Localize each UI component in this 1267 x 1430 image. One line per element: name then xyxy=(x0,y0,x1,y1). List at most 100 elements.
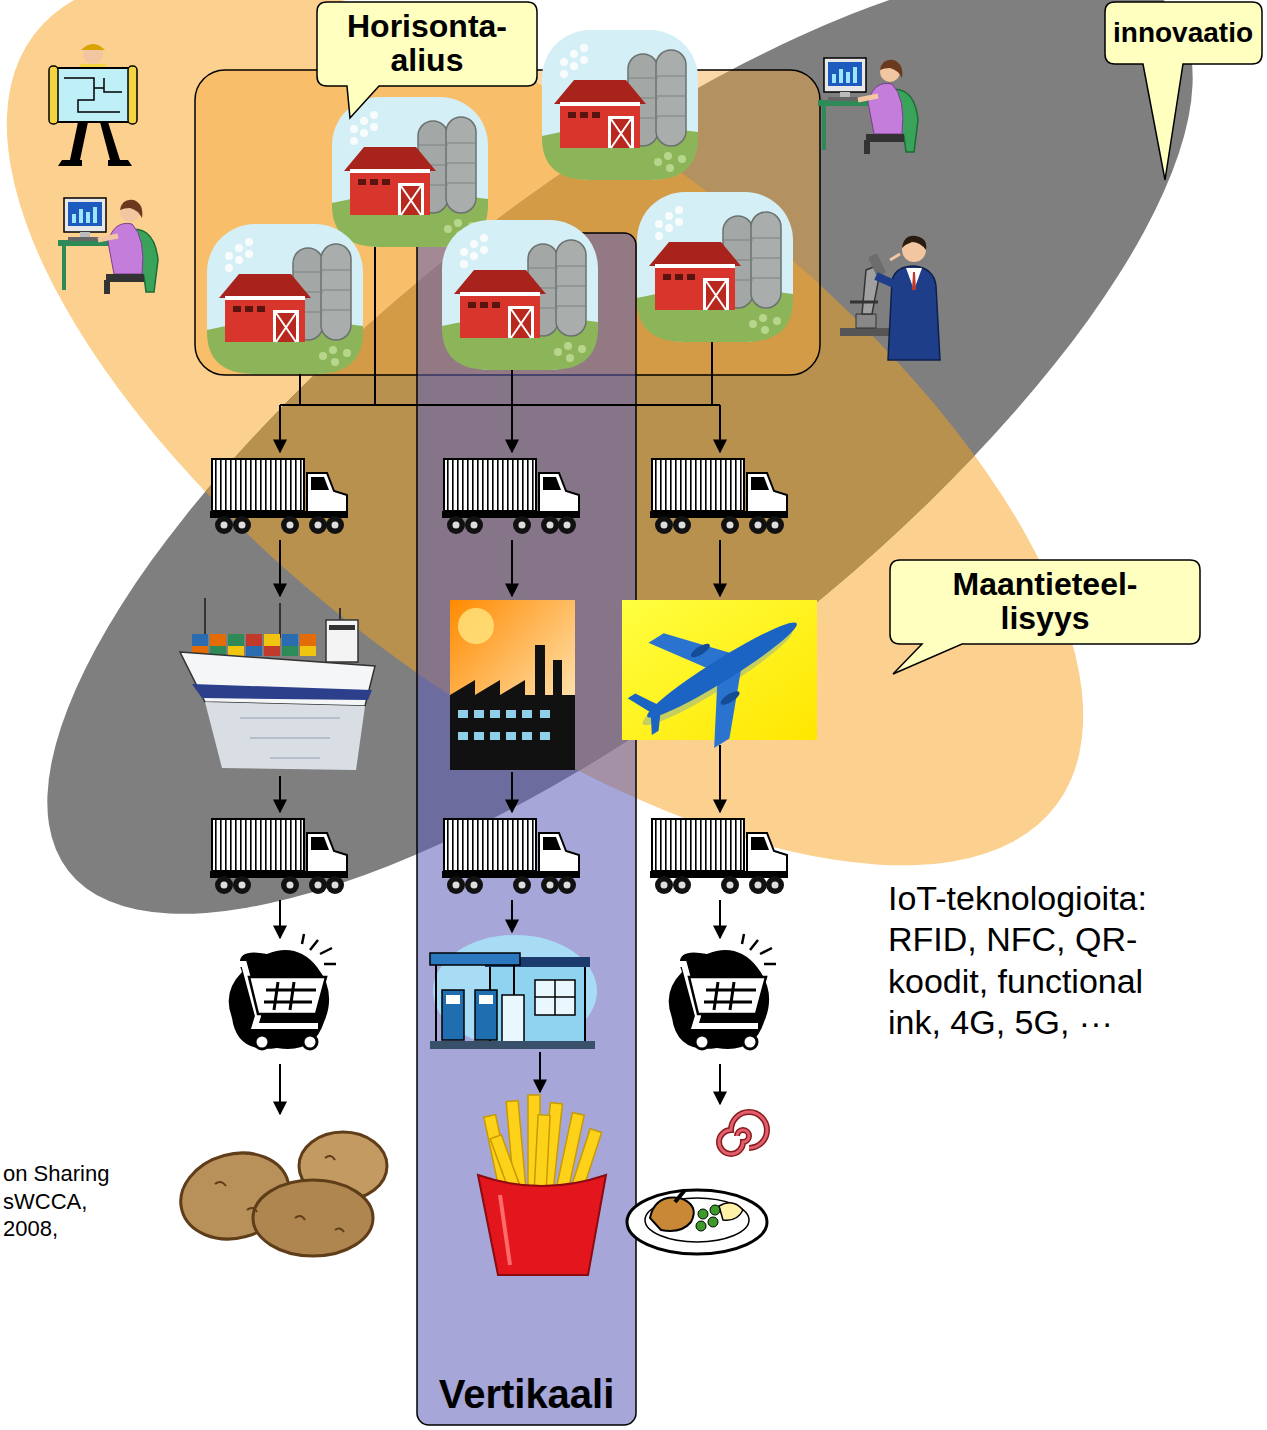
flow-arrows xyxy=(279,405,281,452)
gas-station-icon xyxy=(535,980,575,1015)
meal-icon xyxy=(708,1217,718,1227)
flow-arrows xyxy=(511,900,513,932)
factory-icon xyxy=(522,710,532,718)
french-fries-icon xyxy=(534,1115,550,1196)
callout-outline xyxy=(317,2,537,118)
ship-icon xyxy=(264,646,280,656)
factory-icon xyxy=(458,732,468,740)
potatoes-icon xyxy=(215,1156,344,1232)
meal-icon xyxy=(696,1221,706,1231)
farms xyxy=(542,30,698,180)
technology-note: IoT-teknologioita: RFID, NFC, QR-koodit,… xyxy=(888,878,1168,1044)
ship-icon xyxy=(326,620,358,662)
factory-icon xyxy=(474,710,484,718)
ship-icon xyxy=(246,634,262,646)
factory-icon xyxy=(522,732,532,740)
horizontal-group-box xyxy=(195,70,820,375)
ship-icon xyxy=(240,718,340,758)
ship-icon xyxy=(282,646,298,656)
factory-icon xyxy=(490,710,500,718)
ship-icon xyxy=(228,634,244,646)
ship-icon xyxy=(300,646,316,656)
callout-text: Horisonta- alius xyxy=(327,10,527,77)
gas-station-icon xyxy=(430,1041,595,1049)
citation-note: on Sharing sWCCA, 2008, xyxy=(3,1160,118,1243)
gas-station-icon xyxy=(479,995,493,1004)
meal-icon xyxy=(696,1205,720,1231)
people xyxy=(49,44,940,360)
gas-station-icon xyxy=(475,990,497,1040)
ship-icon xyxy=(246,646,262,656)
flow-arrows xyxy=(719,1064,721,1104)
flow-arrows xyxy=(279,900,281,938)
meal-icon xyxy=(627,1112,767,1254)
airplane-icon xyxy=(608,571,830,774)
carts xyxy=(668,934,776,1049)
airplane-icon xyxy=(608,571,830,774)
people xyxy=(49,44,137,166)
trucks xyxy=(442,459,580,534)
ship-icon xyxy=(300,634,316,646)
flow-arrows xyxy=(279,776,281,812)
factory-icon xyxy=(506,732,516,740)
meal-icon xyxy=(719,1112,767,1154)
carts xyxy=(228,934,336,1049)
flow-arrows xyxy=(511,540,513,596)
ship-icon xyxy=(180,598,375,770)
farms xyxy=(207,224,363,374)
gas-station-icon xyxy=(446,995,460,1004)
trucks xyxy=(210,459,348,534)
ship-icon xyxy=(192,684,372,700)
flow-lines xyxy=(374,240,376,405)
vertical-band: Vertikaali xyxy=(417,233,636,1425)
meal-icon xyxy=(698,1209,708,1219)
ship-icon xyxy=(210,634,226,646)
meal-icon xyxy=(650,1197,694,1231)
flow-arrows xyxy=(719,745,721,812)
carts xyxy=(228,934,776,1049)
flow-lines xyxy=(280,404,720,406)
potatoes-icon xyxy=(253,1180,373,1256)
gas-station-icon xyxy=(442,990,464,1040)
people xyxy=(818,58,918,154)
meal-icon xyxy=(710,1205,720,1215)
vertical-band-shape xyxy=(417,233,636,1425)
french-fries-icon xyxy=(478,1095,606,1275)
flow-arrows xyxy=(539,1052,541,1092)
airplane-icon xyxy=(719,689,742,707)
meal-icon xyxy=(645,1198,749,1242)
ship-icon xyxy=(205,598,340,646)
horizontal-group-box xyxy=(195,70,820,375)
callout-bubble: Horisonta- alius xyxy=(317,2,537,85)
meal-icon xyxy=(719,1203,743,1220)
band-title: Vertikaali xyxy=(439,1373,615,1415)
callout-outline xyxy=(1105,2,1262,180)
factory-icon xyxy=(458,608,494,644)
ship-icon xyxy=(264,634,280,646)
factory-icon xyxy=(540,710,550,718)
flow-arrows xyxy=(719,900,721,938)
people xyxy=(840,236,940,360)
french-fries-icon xyxy=(500,1195,510,1265)
factory-icon xyxy=(450,645,575,770)
trucks xyxy=(650,459,788,534)
ship-icon xyxy=(228,646,244,656)
factory-icon xyxy=(490,732,500,740)
ship-icon xyxy=(282,634,298,646)
gas-station-icon xyxy=(490,965,585,1043)
vertical-band-shape xyxy=(417,233,636,1425)
ship-icon xyxy=(329,625,355,630)
people xyxy=(58,198,158,294)
ship-icon xyxy=(192,634,208,646)
ship-icon xyxy=(205,702,365,770)
gas-station-icon xyxy=(433,935,597,1047)
farms xyxy=(637,192,793,342)
flow-arrows xyxy=(719,540,721,596)
potatoes-icon xyxy=(171,1132,387,1256)
factory-icon xyxy=(458,710,468,718)
airplane-icon xyxy=(642,614,803,726)
airplane-icon xyxy=(689,641,712,659)
callout-outline xyxy=(890,560,1200,674)
